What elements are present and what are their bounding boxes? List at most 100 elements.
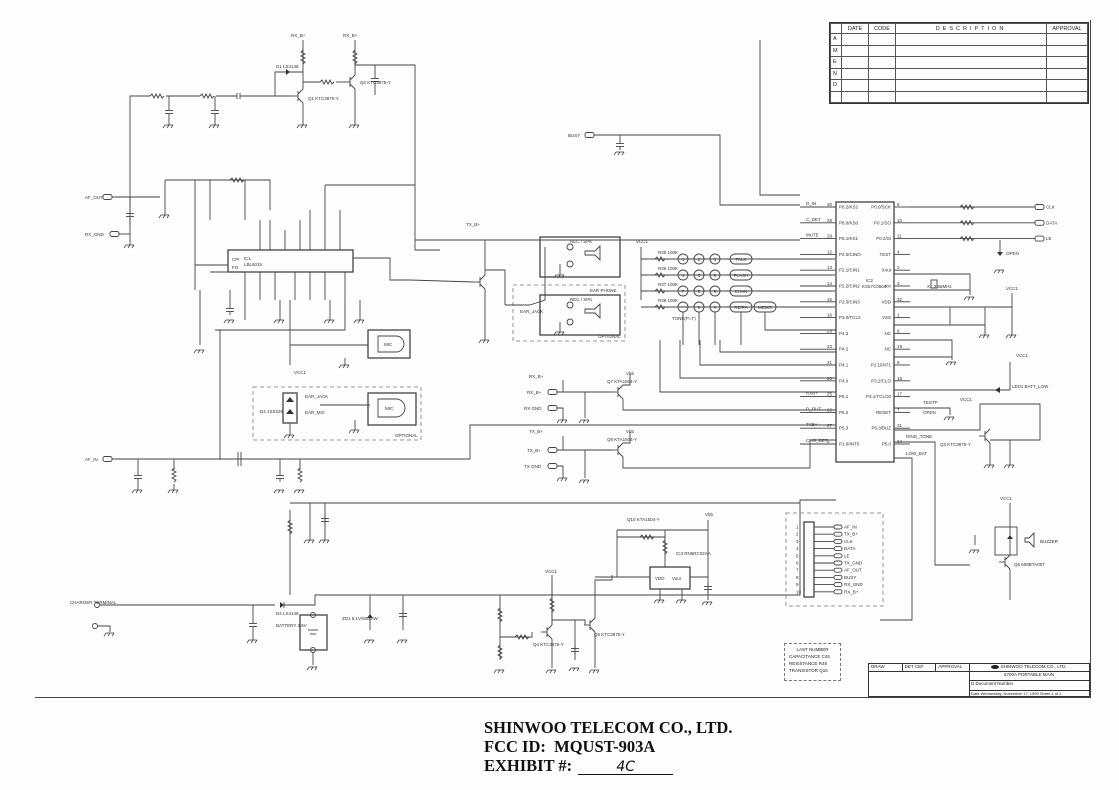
af-in-section: AF_IN	[85, 424, 836, 494]
keypad-function-label: MEMO	[758, 305, 772, 310]
ic2-pin-number: 7	[897, 407, 900, 412]
connector-pin-number: 6	[796, 561, 799, 566]
tx-b-switch-label: TX_B+	[529, 429, 543, 434]
amend-header-approval: APPROVAL	[1046, 23, 1088, 34]
ic2-pin-name: RESET	[876, 410, 891, 415]
q4-label: Q4 KTC3875-Y	[533, 642, 564, 647]
ic2-pin-number: 22	[827, 344, 833, 349]
ear-mic-optional: D4 1SS226 EAR_JACK EAR_MIC MIC OPTIONAL …	[252, 370, 422, 441]
amend-row: A	[830, 33, 1088, 46]
connector-net-label: TX_GND	[844, 561, 863, 566]
ic2-net-label: CHG_DET	[806, 438, 828, 443]
serial-net-resistor	[959, 235, 975, 242]
busy-net: BUSY	[568, 132, 800, 206]
keypad-key-label: 4	[682, 273, 685, 278]
ic1-pin-fo: FO	[232, 265, 239, 270]
ic2-pin-number: 2	[897, 265, 900, 270]
ic2-pin-name: P0.1/SO	[874, 220, 892, 225]
rx-b-label-2: RX_B+	[343, 33, 358, 38]
connector-pin-number: 7	[796, 568, 799, 573]
regulator-section: Q10 KTA1504-Y Vbb VDD Vout IC3 RN5RC02AA	[595, 512, 714, 606]
ic2-net-label: C_DET	[806, 217, 821, 222]
ic2-pin-number: 9	[897, 202, 900, 207]
keypad-key-label: 5	[698, 273, 701, 278]
d1-label: D1 LS4148	[276, 64, 299, 69]
connector-net-label: RX_GND	[844, 582, 864, 587]
last-number-value: Q15	[819, 668, 828, 673]
ear-mic-text: MIC	[385, 406, 394, 411]
ic2-pin-name: P6.2/KS2	[839, 205, 859, 210]
ic2-pin-name: P2.1/CIN1	[839, 268, 860, 273]
connector-net-label: AF_IN	[844, 525, 857, 530]
busy-label: BUSY	[568, 133, 580, 138]
connector-net-label: AF_OUT	[844, 568, 862, 573]
footer-company: SHINWOO TELECOM CO., LTD.	[484, 718, 733, 737]
ic2-pin-number: 14	[827, 281, 833, 286]
q5-label: Q5 KTC3875-Y	[594, 632, 625, 637]
amend-letter: A	[830, 33, 842, 46]
amend-row: M	[830, 44, 1088, 57]
last-number-box: LAST NUMBER CAPACITANCE C45 RESISTANCE R…	[784, 643, 841, 681]
ic2-net-label: D_IN	[806, 201, 816, 206]
tx-b-label: TX_B+	[466, 222, 480, 227]
rx-b-label: RX_B+	[291, 33, 306, 38]
ic2-pin-name: P5.2	[839, 410, 849, 415]
ic2-pin-number: 32	[897, 297, 903, 302]
q10-label: Q10 KTA1504-Y	[627, 517, 660, 522]
ic3-vout: Vout	[672, 576, 682, 581]
vcc1-buzzer-label: VCC1	[1000, 496, 1013, 501]
ic2-pin-name: P3.2/CLO	[871, 378, 891, 383]
power-charger-section: CHARGER TERMINAL D4 LS4148 BATTERY 3.6V …	[70, 499, 836, 671]
x1-label: X1 3.58MHz	[927, 284, 953, 289]
q1-label: Q1 KTC3875-Y	[308, 96, 339, 101]
ic3-label: IC3 RN5RC02AA	[676, 551, 711, 556]
ic2-pin-name: P1.0/INT0	[839, 442, 860, 447]
keypad-resistor	[654, 287, 666, 295]
amendment-header-row: DATE CODE DESCRIPTION APPROVAL	[830, 23, 1088, 34]
tb-doc-label: Document Number	[975, 681, 1014, 686]
last-number-value: R48	[818, 661, 827, 666]
keypad-key	[677, 285, 689, 297]
fcc-exhibit-stamp: SHINWOO TELECOM CO., LTD. FCC ID: MQUST-…	[484, 718, 732, 775]
ring-tone-net: RING_TONE	[906, 434, 932, 439]
tb-date: Wednesday, November 17, 1999	[980, 691, 1039, 696]
last-number-label: RESISTANCE	[789, 661, 818, 666]
ic2-pin-number: 16	[827, 313, 833, 318]
connector-net-icon	[833, 546, 843, 552]
testp-label: TESTP	[923, 400, 938, 405]
connector-pin-number: 1	[796, 525, 799, 530]
ic2-pin-number: 12	[827, 249, 833, 254]
keypad-key	[693, 253, 705, 265]
keypad-function-key	[729, 285, 753, 297]
connector-pin-number: 4	[796, 546, 799, 551]
ic2-pin-number: 11	[897, 234, 902, 239]
keypad-key	[693, 285, 705, 297]
tb-draw: DRAW	[869, 664, 903, 671]
q6-label: Q6 MMBTA05T	[1014, 562, 1045, 567]
ic2-net-label: D_OUT	[806, 406, 822, 411]
serial-net-label: CLK	[1046, 205, 1055, 210]
vbb-reg-label: Vbb	[705, 512, 714, 517]
connector-pin-number: 9	[796, 582, 799, 587]
last-number-title: LAST NUMBER	[796, 647, 829, 652]
ic2-pin-name: NC	[885, 331, 892, 336]
keypad-tone-note: TONE(P=T)	[672, 316, 696, 321]
ear-phone-label: EAR PHONE	[590, 288, 617, 293]
tx-b-in-label: TX_B+	[527, 448, 541, 453]
ic2-pin-number: 1	[897, 313, 900, 318]
ic2-pin-number: 25	[827, 392, 833, 397]
ic2-pin-name: P4.3	[839, 331, 849, 336]
ic2-pin-name: P2.2/CIN2	[839, 284, 860, 289]
ic2-net-label: MUTE	[806, 233, 819, 238]
ic2-ref: IC2	[866, 278, 874, 283]
ear-mic-label: EAR_MIC	[305, 410, 326, 415]
connector-net-icon	[833, 538, 843, 544]
ic2-pin-name: P1.1/INT1	[871, 363, 892, 368]
keypad-function-key	[729, 269, 753, 281]
ic2-pin-name: P6.1/KS1	[839, 236, 859, 241]
ic2-pin-name: P4.1	[839, 363, 849, 368]
tb-approval: APPROVAL	[938, 664, 963, 669]
